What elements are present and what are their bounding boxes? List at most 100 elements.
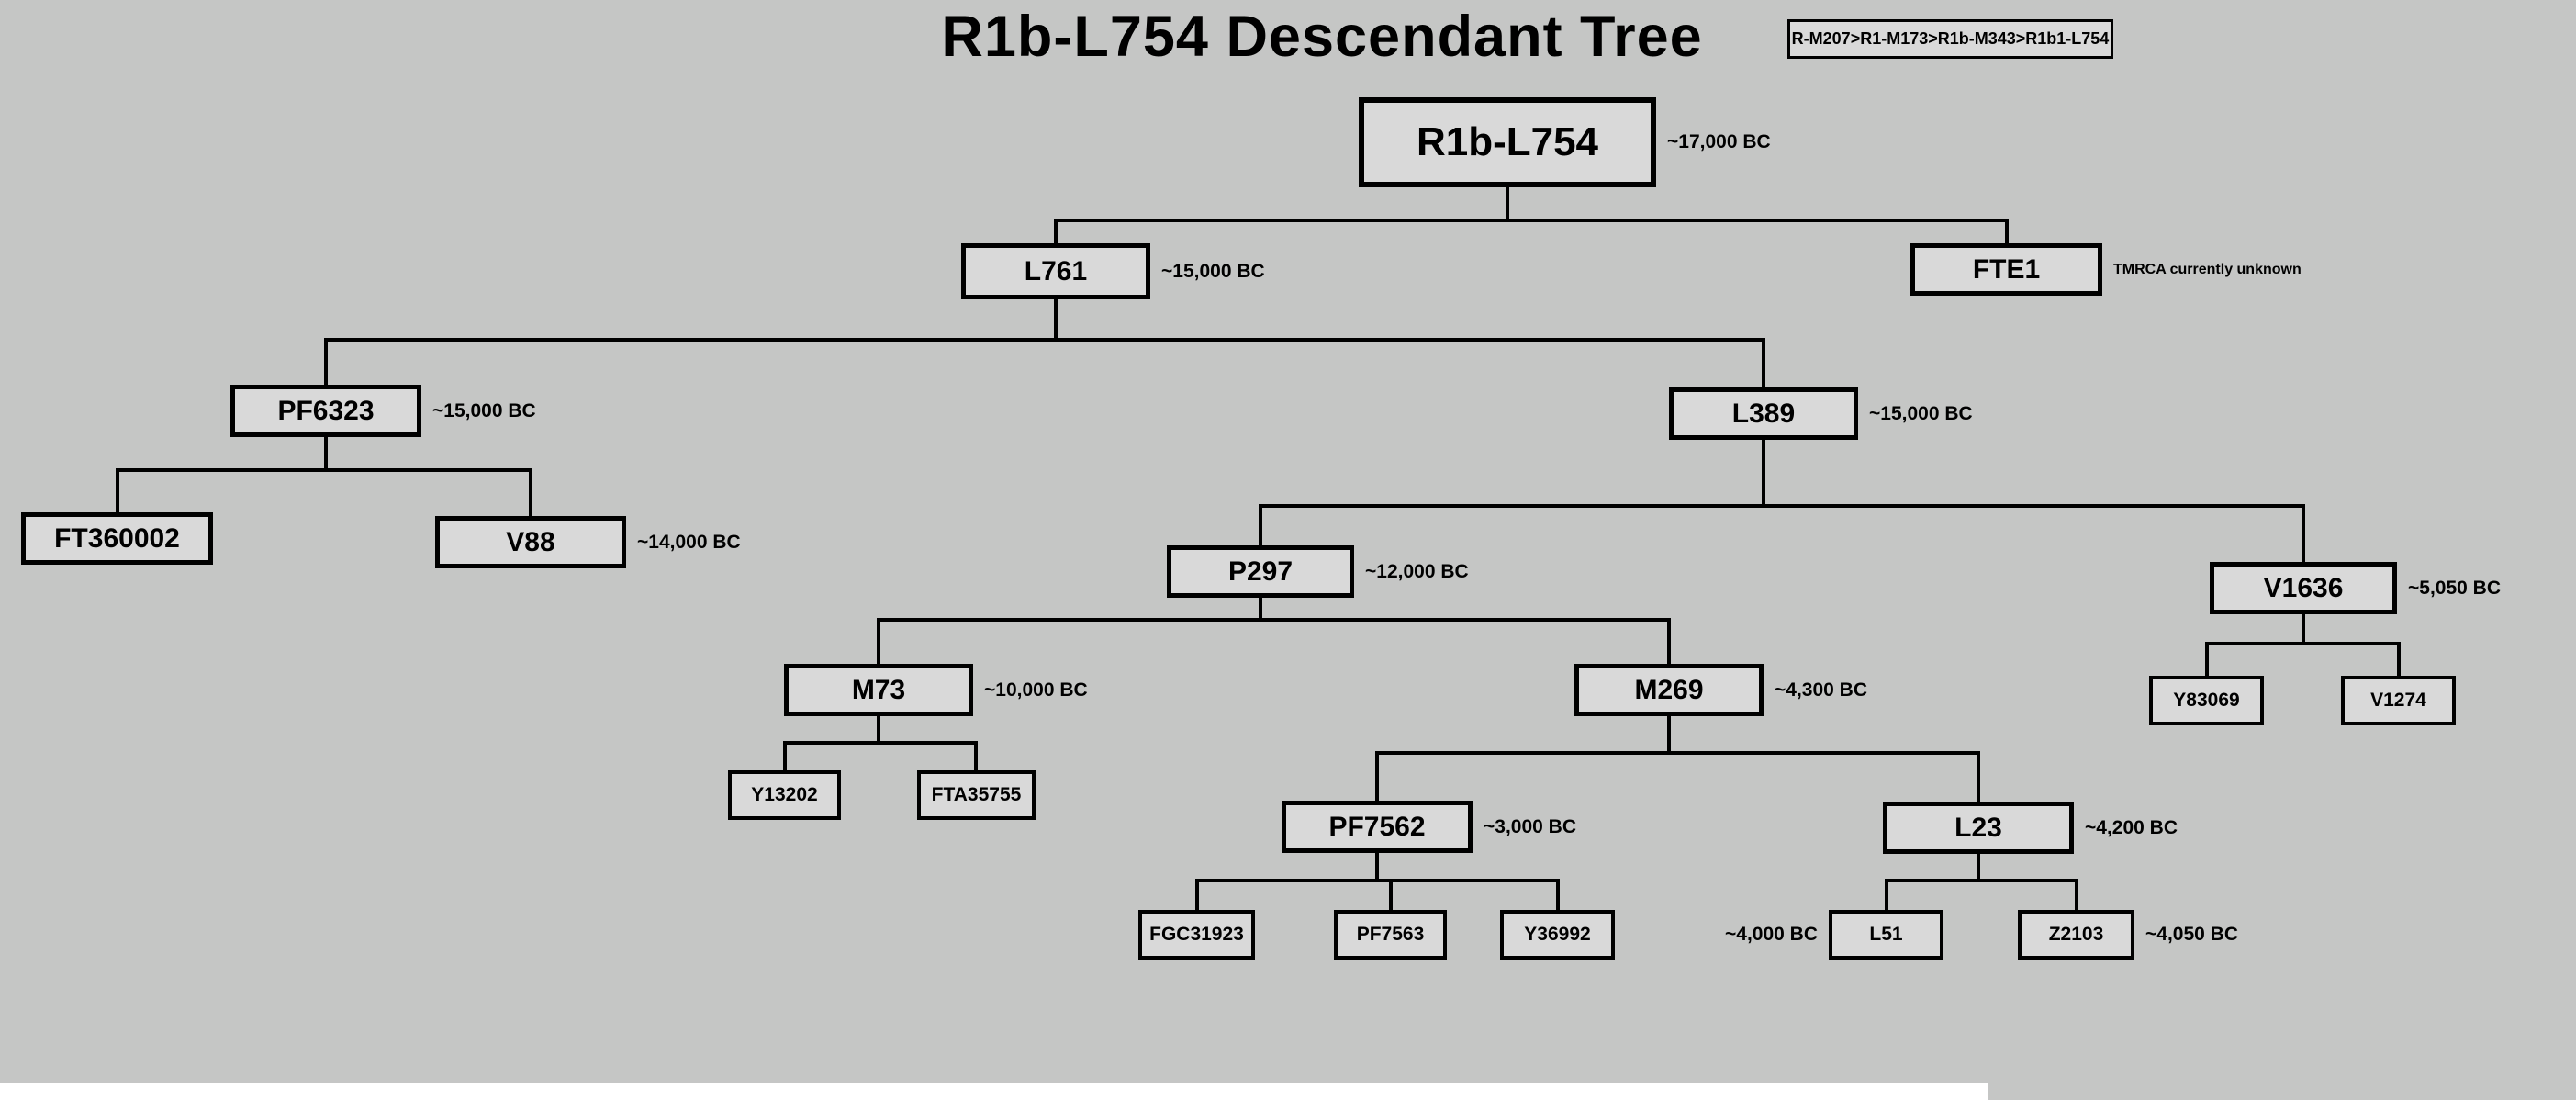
node-fte1: FTE1 TMRCA currently unknown: [1910, 243, 2302, 296]
connector-line: [116, 468, 532, 472]
connector-line: [1259, 504, 2305, 508]
node-date: ~3,000 BC: [1484, 815, 1576, 837]
node-label: R1b-L754: [1359, 97, 1656, 187]
connector-line: [1762, 340, 1765, 387]
connector-line: [1195, 881, 1199, 910]
connector-line: [2302, 506, 2305, 562]
connector-line: [1375, 753, 1379, 801]
node-label: L389: [1669, 387, 1858, 440]
node-date: ~12,000 BC: [1365, 560, 1469, 582]
node-pf7563: PF7563: [1334, 910, 1447, 960]
connector-line: [1375, 853, 1379, 882]
node-l761: L761 ~15,000 BC: [961, 243, 1265, 299]
node-label: Z2103: [2018, 910, 2134, 960]
node-label: PF7562: [1282, 801, 1473, 853]
connector-line: [2205, 644, 2209, 676]
connector-line: [783, 741, 978, 745]
connector-line: [877, 618, 1671, 622]
connector-line: [1556, 881, 1560, 910]
connector-line: [324, 338, 1765, 342]
node-date: ~4,200 BC: [2085, 816, 2178, 838]
node-label: Y83069: [2149, 676, 2264, 725]
node-date: ~10,000 BC: [984, 679, 1088, 701]
connector-line: [2005, 220, 2009, 243]
node-label: FTE1: [1910, 243, 2102, 296]
connector-line: [2302, 614, 2305, 645]
bottom-white-strip: [0, 1083, 1988, 1100]
connector-line: [529, 470, 532, 516]
node-label: FGC31923: [1138, 910, 1255, 960]
connector-line: [1667, 620, 1671, 664]
node-date: ~17,000 BC: [1667, 131, 1771, 152]
node-date: ~4,000 BC: [1725, 924, 1818, 945]
node-label: Y36992: [1500, 910, 1615, 960]
node-date: ~15,000 BC: [1161, 260, 1265, 282]
connector-line: [783, 743, 787, 770]
node-label: V1274: [2341, 676, 2456, 725]
node-label: PF7563: [1334, 910, 1447, 960]
node-l23: L23 ~4,200 BC: [1883, 802, 2178, 854]
node-note: TMRCA currently unknown: [2113, 261, 2302, 277]
connector-line: [2397, 644, 2401, 676]
node-z2103: Z2103 ~4,050 BC: [2018, 910, 2238, 960]
node-y83069: Y83069: [2149, 676, 2264, 725]
connector-line: [1054, 219, 2009, 222]
node-pf7562: PF7562 ~3,000 BC: [1282, 801, 1576, 853]
diagram-title: R1b-L754 Descendant Tree: [941, 5, 1703, 69]
connector-line: [1885, 879, 2078, 882]
node-label: FT360002: [21, 512, 213, 565]
connector-line: [1506, 187, 1509, 222]
node-date: ~4,300 BC: [1775, 679, 1867, 701]
connector-line: [1195, 879, 1560, 882]
connector-line: [324, 437, 328, 472]
connector-line: [1977, 753, 1980, 802]
node-r1b-l754: R1b-L754 ~17,000 BC: [1359, 97, 1771, 187]
connector-line: [1259, 598, 1262, 622]
node-date: ~5,050 BC: [2408, 577, 2501, 599]
connector-line: [1375, 751, 1980, 755]
connector-line: [1054, 220, 1058, 243]
node-l389: L389 ~15,000 BC: [1669, 387, 1973, 440]
node-fgc31923: FGC31923: [1138, 910, 1255, 960]
node-label: M269: [1574, 664, 1764, 716]
connector-line: [2075, 881, 2078, 910]
connector-line: [1762, 440, 1765, 508]
node-v1636: V1636 ~5,050 BC: [2210, 562, 2501, 614]
node-m269: M269 ~4,300 BC: [1574, 664, 1867, 716]
connector-line: [1977, 854, 1980, 882]
lineage-path-box: R-M207>R1-M173>R1b-M343>R1b1-L754: [1787, 19, 2113, 59]
node-fta35755: FTA35755: [917, 770, 1036, 820]
node-l51: L51 ~4,000 BC: [1725, 910, 1943, 960]
node-y36992: Y36992: [1500, 910, 1615, 960]
node-date: ~14,000 BC: [637, 531, 741, 553]
connector-line: [1054, 299, 1058, 342]
node-label: M73: [784, 664, 973, 716]
node-p297: P297 ~12,000 BC: [1167, 545, 1469, 598]
node-label: V1636: [2210, 562, 2397, 614]
node-v1274: V1274: [2341, 676, 2456, 725]
node-m73: M73 ~10,000 BC: [784, 664, 1088, 716]
connector-line: [974, 743, 978, 770]
node-label: L23: [1883, 802, 2074, 854]
node-label: P297: [1167, 545, 1354, 598]
connector-line: [324, 340, 328, 385]
node-label: PF6323: [230, 385, 421, 437]
node-label: L761: [961, 243, 1150, 299]
node-pf6323: PF6323 ~15,000 BC: [230, 385, 536, 437]
connector-line: [877, 716, 880, 745]
node-label: FTA35755: [917, 770, 1036, 820]
node-ft360002: FT360002: [21, 512, 213, 565]
node-date: ~4,050 BC: [2145, 924, 2238, 945]
node-date: ~15,000 BC: [432, 399, 536, 421]
connector-line: [1259, 506, 1262, 545]
connector-line: [2205, 642, 2401, 645]
connector-line: [1667, 716, 1671, 755]
node-label: V88: [435, 516, 626, 568]
node-y13202: Y13202: [728, 770, 841, 820]
node-v88: V88 ~14,000 BC: [435, 516, 741, 568]
connector-line: [877, 620, 880, 664]
connector-line: [116, 470, 119, 512]
connector-line: [1389, 881, 1393, 910]
node-label: L51: [1829, 910, 1943, 960]
